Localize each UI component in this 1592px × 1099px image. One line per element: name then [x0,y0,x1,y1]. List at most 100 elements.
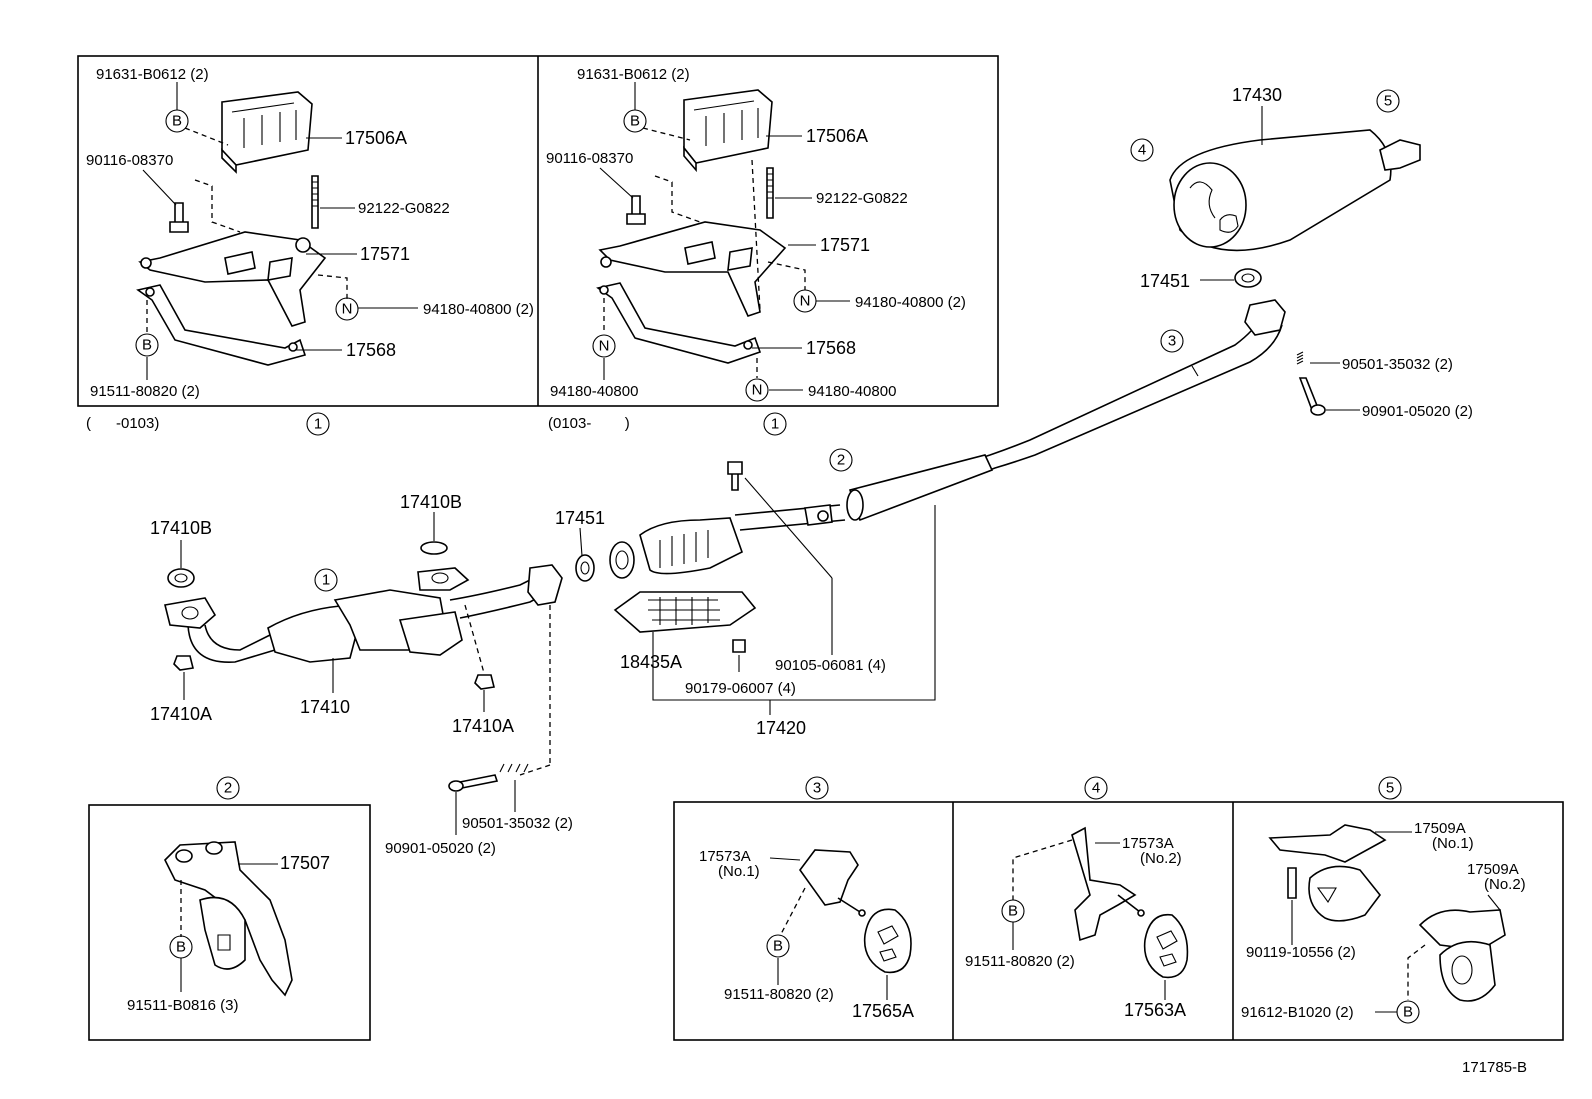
part-label: 17410B [400,492,462,512]
part-label: 91631-B0612 (2) [96,66,209,83]
part-label: 90501-35032 (2) [462,815,573,832]
ref-circle [829,448,853,472]
marker-b-circle [623,109,647,133]
panel-box-2: 2 B 17507 91511-B0816 (3) [88,776,371,1041]
front-flange [164,597,217,629]
part-label: 17410B [150,518,212,538]
bracket-shape [138,231,327,327]
marker-b-circle [165,109,189,133]
ref-circle [1160,329,1184,353]
nut-shape [732,639,746,653]
marker-b-label: B [172,113,182,130]
part-label: 91511-80820 (2) [90,383,200,400]
part-label: 17509A [1467,861,1519,878]
ref-number: 4 [1092,780,1100,797]
gasket-shape [1234,268,1262,288]
stud-shape [311,175,319,229]
ref-number: 5 [1386,780,1394,797]
rubber-hanger-shape [863,908,912,974]
hanger-bracket-shape [1268,824,1387,863]
marker-n-circle [745,378,769,402]
marker-n-label: N [800,293,811,310]
part-label: 17506A [345,128,407,148]
part-label: 18435A [620,652,682,672]
panel-box-5: 5 B 17509A (No.1) 17509A (No.2) 90119-10… [1241,776,1526,1024]
marker-n-label: N [599,338,610,355]
part-label: 91511-B0816 (3) [127,997,238,1014]
marker-n-circle [335,297,359,321]
converter-shape [639,517,743,575]
marker-b-circle [1396,1000,1420,1024]
spring-shape [1296,351,1304,365]
part-label: 17410A [452,716,514,736]
panel-heat-insulator-early: B B N 91631-B0612 (2) 17506A 90116-08370… [77,55,999,436]
tail-muffler-group: 17430 17451 90501-35032 (2) 90901-05020 … [1130,85,1473,420]
part-label: 17573A [699,848,751,865]
exhaust-pipe-assembly: 1 2 17410B 17410B 17451 17410A 17410 174… [150,299,1286,857]
marker-n-label: N [342,301,353,318]
lower-bracket-shape [596,282,762,364]
gasket-shape [167,568,195,588]
rubber-mount-shape [1308,865,1382,922]
part-label: 94180-40800 (2) [423,301,534,318]
bolt-shape [169,202,189,233]
marker-b-label: B [176,939,186,956]
manifold-converter-3 [398,611,463,656]
part-label: 17451 [1140,271,1190,291]
upper-flange [417,567,470,591]
part-label: 90179-06007 (4) [685,680,796,697]
diagram-id: 171785-B [1462,1059,1527,1076]
part-label: 17507 [280,853,330,873]
part-label: 17565A [852,1001,914,1021]
part-label: 17571 [360,244,410,264]
part-label: 17410A [150,704,212,724]
ref-number: 2 [837,452,845,469]
bolt-shape [1287,867,1297,899]
part-label: 17573A [1122,835,1174,852]
part-label: 90116-08370 [86,152,173,169]
part-label: 17451 [555,508,605,528]
part-label: (No.2) [1140,850,1182,867]
marker-b-label: B [1403,1004,1413,1021]
ref-circle [1084,776,1108,800]
bolt-shape [727,461,743,491]
marker-n-label: N [752,382,763,399]
ref-number: 2 [224,780,232,797]
hanger-bracket-shape [799,849,859,906]
ref-number: 1 [322,572,330,589]
sub-muffler-shape [848,454,994,522]
part-label: 90105-06081 (4) [775,657,886,674]
part-label: 92122-G0822 [358,200,450,217]
marker-b-label: B [773,938,783,955]
boxes-3-4-5-frame [673,801,1564,1041]
bracket-shape [598,221,787,317]
part-label: 17568 [346,340,396,360]
bolt-shape [626,195,646,225]
ref-number: 1 [314,416,322,433]
rubber-hanger-shape [1143,913,1189,979]
converter-inlet [609,541,635,579]
part-label: 17506A [806,126,868,146]
gasket-shape [575,554,595,582]
lower-bracket-shape [136,284,307,366]
part-label: 90901-05020 (2) [385,840,496,857]
part-label: 91511-80820 (2) [724,986,834,1003]
part-label: 94180-40800 (2) [855,294,966,311]
stud-shape [766,167,774,219]
part-label: 17420 [756,718,806,738]
marker-b-circle [135,333,159,357]
part-label: 92122-G0822 [816,190,908,207]
part-label: 17568 [806,338,856,358]
date-range: ( -0103) [86,415,159,432]
marker-b-circle [169,935,193,959]
nut-shape [173,655,194,671]
nut-shape [474,674,495,690]
part-label: 90501-35032 (2) [1342,356,1453,373]
part-label: (No.1) [1432,835,1474,852]
spring-shape [499,763,529,773]
part-label: 91511-80820 (2) [965,953,1075,970]
part-label: 90116-08370 [546,150,633,167]
ref-circle [763,412,787,436]
ref-circle [314,568,338,592]
